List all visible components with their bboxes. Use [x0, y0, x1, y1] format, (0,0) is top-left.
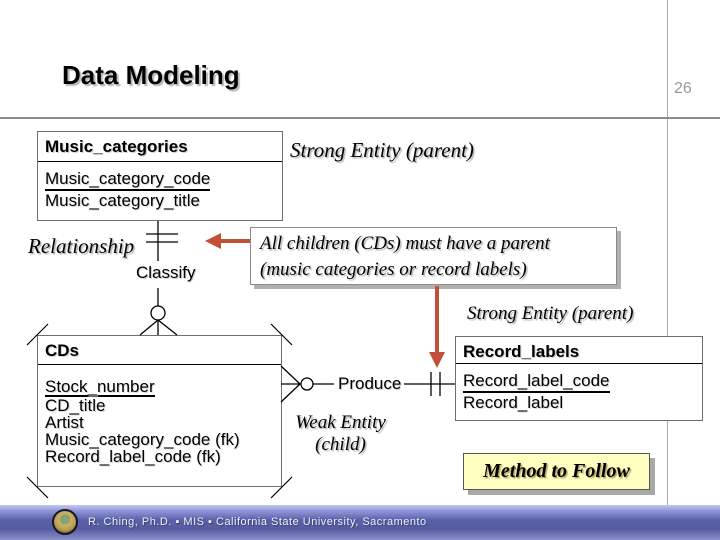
entity-music-categories-title: Music_categories — [38, 132, 282, 162]
crow-foot-produce — [280, 365, 301, 385]
entity-music-categories-attributes: Music_category_code Music_category_title — [38, 162, 282, 211]
university-seal-icon — [52, 509, 78, 535]
entity-cds: CDs Stock_number CD_title Artist Music_c… — [37, 335, 282, 487]
method-to-follow-label: Method to Follow — [483, 460, 630, 482]
arrow-head-left-icon — [205, 233, 221, 249]
weak-entity-child-label: Weak Entity (child) — [288, 412, 393, 456]
right-guide-line — [667, 0, 668, 540]
entity-record-labels: Record_labels Record_label_code Record_l… — [455, 336, 703, 421]
crow-foot-classify — [139, 319, 159, 336]
weak-entity-line2: (child) — [315, 434, 366, 455]
relationship-label: Relationship — [28, 234, 135, 258]
callout-line2: (music categories or record labels) — [260, 259, 527, 280]
entity-music-categories: Music_categories Music_category_code Mus… — [37, 131, 283, 221]
strong-entity-parent-bottom-label: Strong Entity (parent) — [467, 303, 634, 324]
classify-relationship-label: Classify — [136, 263, 196, 283]
entity-record-labels-title: Record_labels — [456, 337, 702, 364]
attribute-record-label-code: Record_label_code — [463, 371, 610, 393]
callout-box: All children (CDs) must have a parent (m… — [250, 227, 617, 285]
optional-circle-produce — [300, 377, 314, 391]
callout-line1: All children (CDs) must have a parent — [260, 233, 550, 254]
entity-cds-attributes: Stock_number CD_title Artist Music_categ… — [38, 365, 281, 465]
optional-circle-classify — [150, 305, 166, 321]
callout-arrow-left — [205, 233, 250, 249]
method-to-follow-box: Method to Follow — [463, 453, 650, 490]
callout-arrow-down — [429, 286, 445, 368]
attribute-music-category-title: Music_category_title — [45, 191, 200, 210]
attribute-record-label: Record_label — [463, 393, 564, 412]
strong-entity-parent-top-label: Strong Entity (parent) — [290, 138, 474, 162]
attribute-music-category-code: Music_category_code — [45, 169, 211, 191]
entity-record-labels-attributes: Record_label_code Record_label — [456, 364, 702, 413]
title-divider-line — [0, 117, 720, 119]
attribute-record-label-code-fk: Record_label_code (fk) — [45, 447, 221, 466]
arrow-head-down-icon — [429, 352, 445, 368]
attribute-stock-number: Stock_number — [45, 377, 155, 397]
produce-relationship-label: Produce — [338, 374, 402, 394]
attribute-music-category-code-fk: Music_category_code (fk) — [45, 430, 240, 449]
attribute-cd-title: CD_title — [45, 396, 106, 415]
page-title: Data Modeling — [62, 60, 240, 90]
page-number: 26 — [674, 80, 692, 97]
footer-text: R. Ching, Ph.D. ▪ MIS ▪ California State… — [88, 516, 427, 528]
attribute-artist: Artist — [45, 413, 84, 432]
footer-bar: R. Ching, Ph.D. ▪ MIS ▪ California State… — [0, 505, 720, 540]
entity-cds-title: CDs — [38, 336, 281, 365]
weak-entity-line1: Weak Entity — [295, 412, 386, 433]
